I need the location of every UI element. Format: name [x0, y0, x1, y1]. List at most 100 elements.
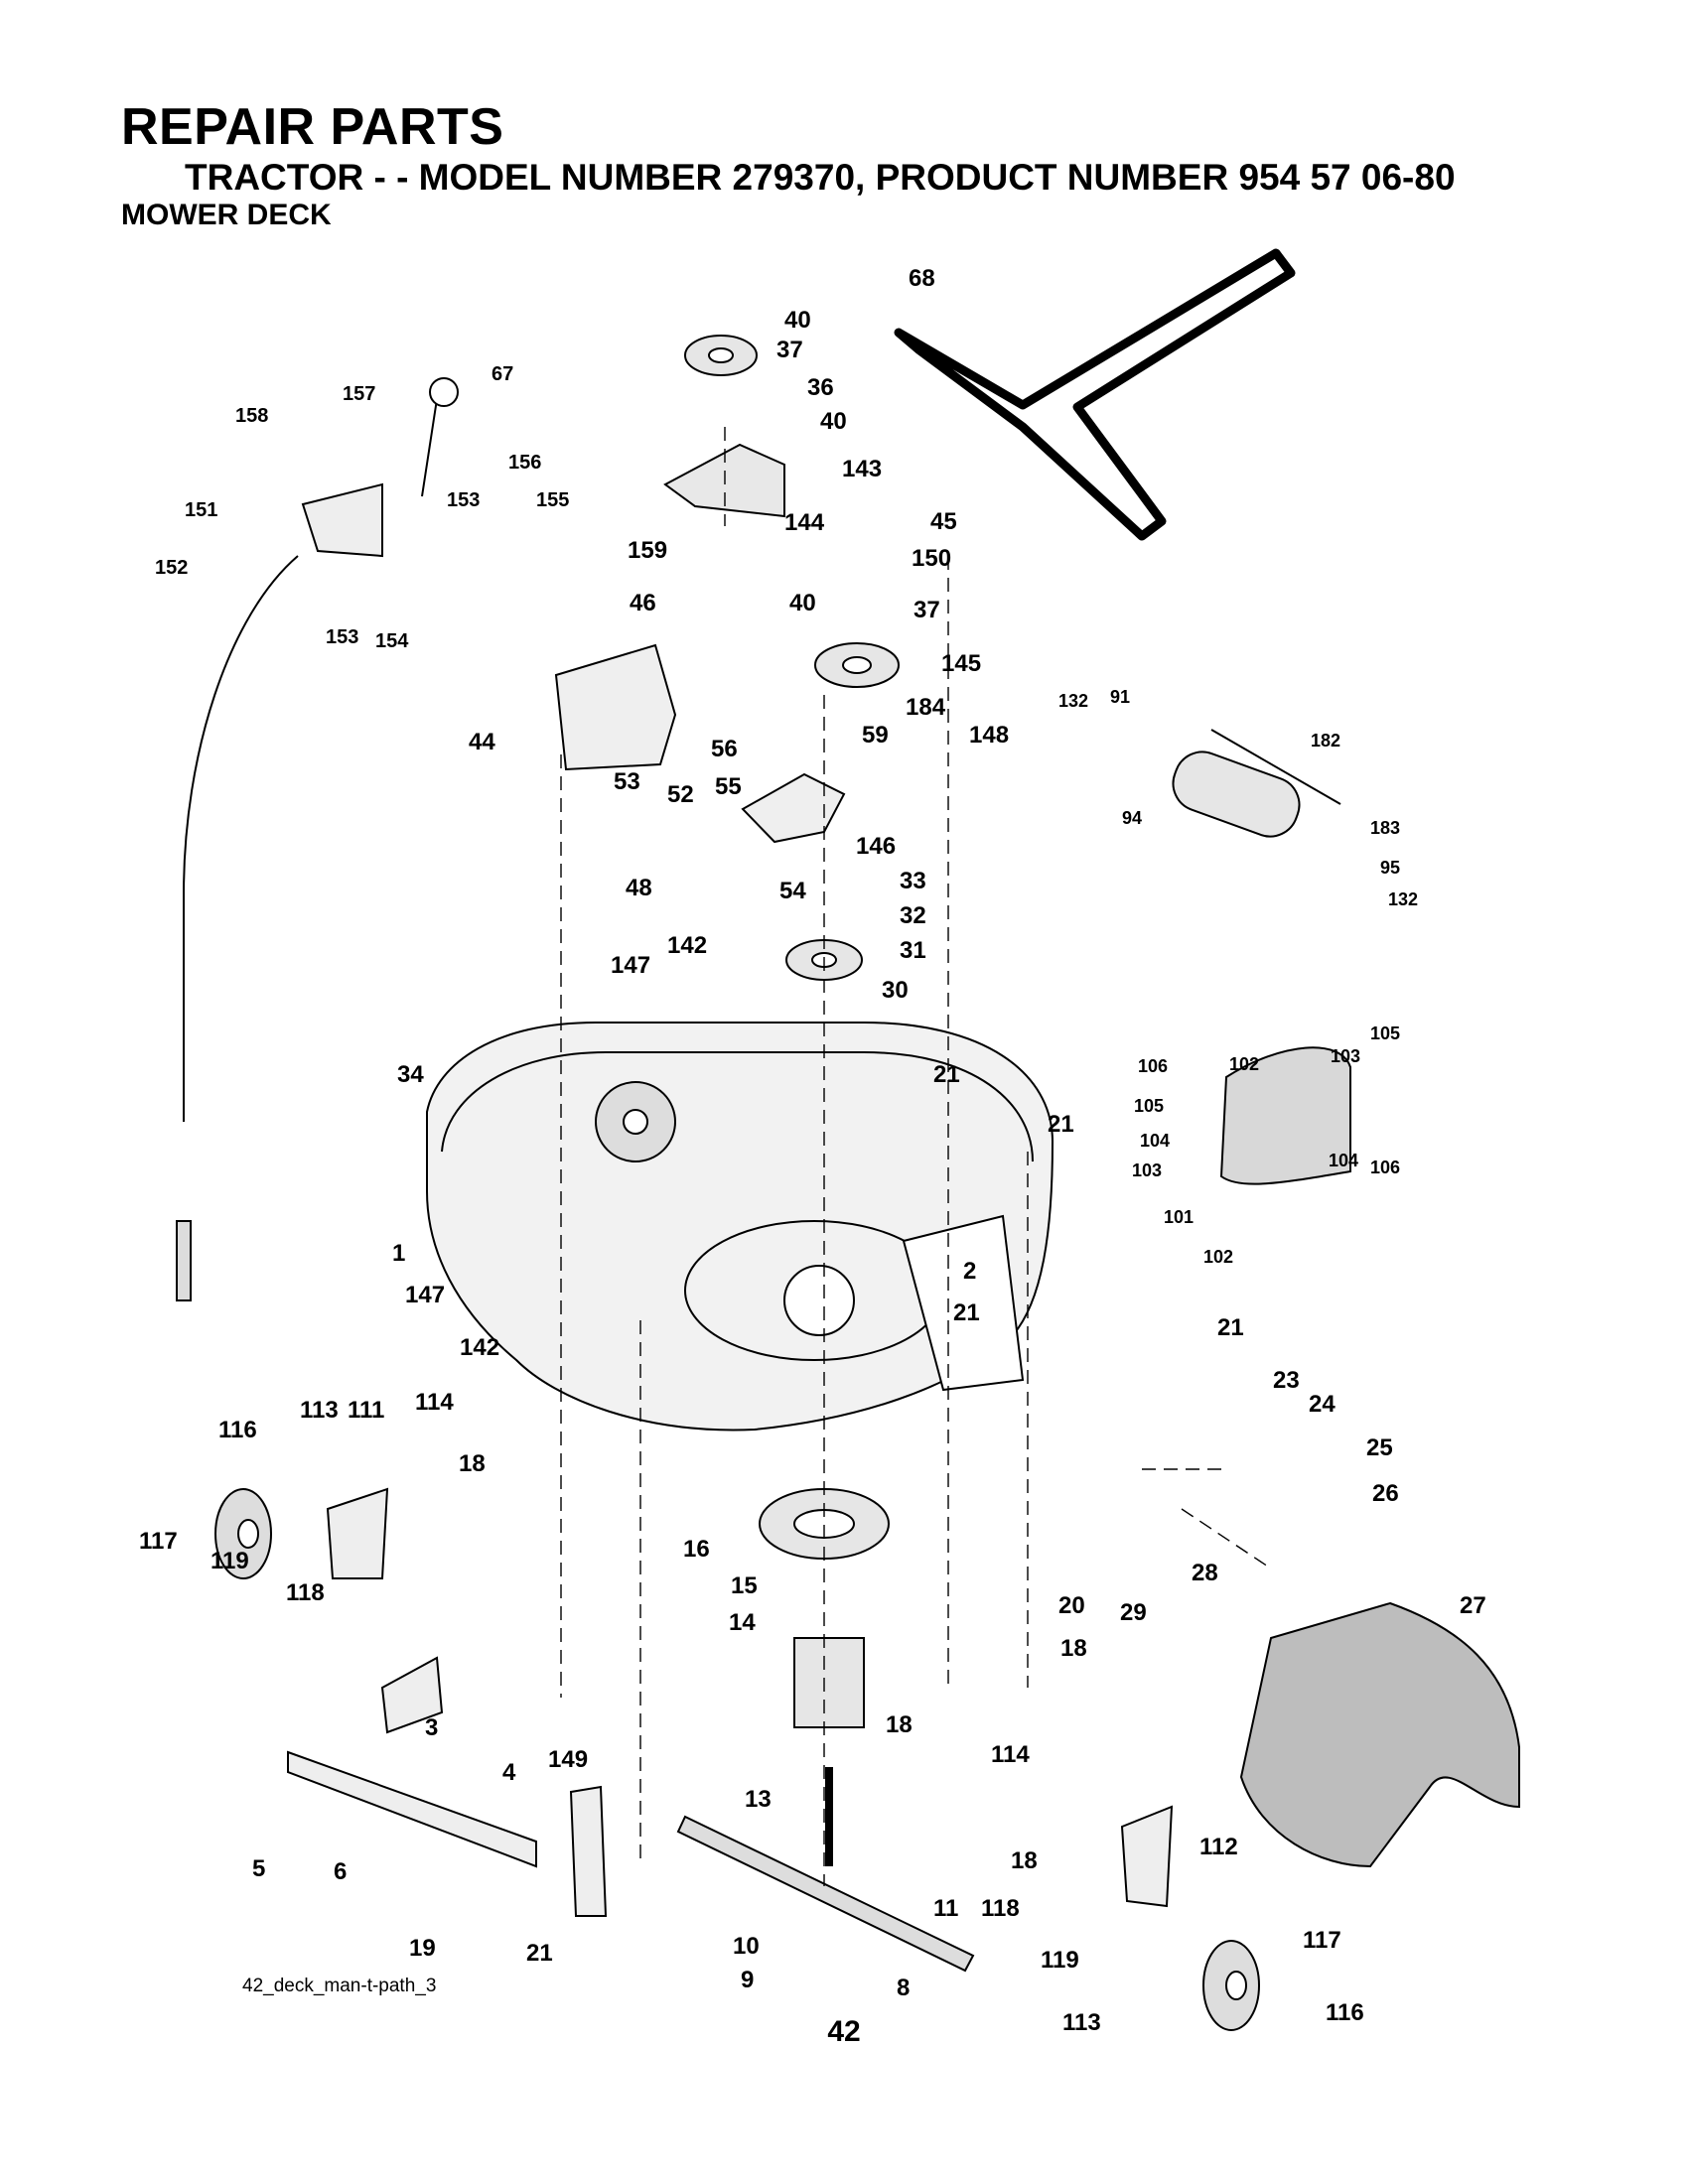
mower-blade-11 — [676, 1815, 975, 1973]
lift-link-6 — [287, 1750, 537, 1868]
part-label: 18 — [459, 1450, 486, 1477]
part-label: 112 — [1199, 1834, 1238, 1860]
control-cable-152 — [183, 555, 299, 1122]
part-label: 156 — [508, 452, 541, 474]
part-label: 6 — [334, 1858, 347, 1885]
part-label: 184 — [906, 694, 946, 721]
wheel-bracket-111 — [326, 1487, 389, 1579]
part-label: 13 — [745, 1786, 772, 1813]
part-label: 103 — [1331, 1046, 1360, 1066]
part-label: 29 — [1120, 1599, 1147, 1626]
part-label: 132 — [1388, 889, 1418, 909]
part-label: 146 — [856, 833, 896, 860]
part-label: 91 — [1110, 687, 1130, 707]
part-label: 106 — [1138, 1056, 1168, 1076]
part-label: 10 — [733, 1933, 760, 1960]
section-title: MOWER DECK — [121, 199, 332, 231]
part-label: 37 — [776, 337, 803, 363]
part-label: 144 — [784, 509, 825, 536]
bracket-4 — [569, 1785, 608, 1917]
part-label: 116 — [218, 1417, 257, 1443]
part-label: 45 — [930, 508, 957, 535]
part-label: 105 — [1370, 1024, 1400, 1043]
part-label: 21 — [1217, 1314, 1244, 1341]
belt-guard-44 — [554, 643, 677, 771]
part-label: 102 — [1203, 1247, 1233, 1267]
part-label: 46 — [630, 590, 656, 616]
part-label: 25 — [1366, 1434, 1393, 1461]
part-label: 21 — [933, 1061, 960, 1088]
lift-lever-157 — [421, 398, 438, 497]
part-label: 117 — [1303, 1927, 1341, 1954]
spindle-14 — [793, 1637, 865, 1728]
part-label: 142 — [667, 932, 707, 959]
part-label: 143 — [842, 456, 882, 482]
part-label: 21 — [1048, 1111, 1074, 1138]
mulch-cover-101 — [1219, 1046, 1351, 1185]
part-label: 59 — [862, 722, 889, 749]
part-label: 111 — [348, 1397, 384, 1424]
part-label: 18 — [886, 1711, 913, 1738]
part-label: 159 — [628, 537, 667, 564]
part-label: 113 — [1062, 2009, 1101, 2036]
deck-rim — [441, 1051, 1034, 1162]
drive-belt — [894, 248, 1296, 541]
part-label: 20 — [1058, 1592, 1085, 1619]
page-title: REPAIR PARTS — [121, 98, 504, 156]
page-number: 42 — [827, 2015, 861, 2048]
part-label: 152 — [155, 557, 188, 579]
part-label: 158 — [235, 405, 268, 427]
part-label: 153 — [447, 489, 480, 511]
cable-spring — [176, 1220, 192, 1301]
part-label: 151 — [185, 499, 217, 521]
part-label: 30 — [882, 977, 909, 1004]
part-label: 114 — [415, 1389, 454, 1416]
part-label: 33 — [900, 868, 926, 894]
part-label: 118 — [286, 1579, 325, 1606]
part-label: 67 — [492, 363, 513, 385]
part-label: 9 — [741, 1967, 754, 1993]
part-label: 119 — [1041, 1947, 1079, 1974]
part-label: 28 — [1192, 1560, 1218, 1586]
part-label: 19 — [409, 1935, 436, 1962]
part-label: 4 — [502, 1759, 516, 1786]
part-label: 150 — [912, 545, 951, 572]
part-label: 36 — [807, 374, 834, 401]
bracket-3 — [380, 1656, 444, 1734]
deck-roller-94 — [1172, 751, 1301, 838]
part-label: 113 — [300, 1397, 339, 1424]
part-label: 68 — [909, 265, 935, 292]
idler-arm-55 — [741, 772, 846, 844]
lever-knob-67 — [429, 377, 459, 407]
part-label: 37 — [914, 597, 940, 623]
part-label: 104 — [1140, 1131, 1170, 1151]
part-label: 182 — [1311, 731, 1340, 751]
part-label: 24 — [1309, 1391, 1336, 1418]
part-label: 101 — [1164, 1207, 1194, 1227]
part-label: 3 — [425, 1714, 438, 1741]
part-label: 102 — [1229, 1054, 1259, 1074]
part-label: 21 — [526, 1940, 553, 1967]
part-label: 153 — [326, 626, 358, 648]
part-label: 32 — [900, 902, 926, 929]
part-label: 34 — [397, 1061, 424, 1088]
part-label: 18 — [1011, 1847, 1038, 1874]
part-label: 106 — [1370, 1158, 1400, 1177]
part-label: 40 — [789, 590, 816, 616]
part-label: 40 — [784, 307, 811, 334]
part-label: 44 — [469, 729, 495, 755]
part-label: 118 — [981, 1895, 1020, 1922]
part-label: 53 — [614, 768, 640, 795]
wheel-bracket-112 — [1120, 1805, 1174, 1908]
part-label: 27 — [1460, 1592, 1486, 1619]
lever-bracket-151 — [301, 482, 383, 558]
part-label: 55 — [715, 773, 742, 800]
part-label: 31 — [900, 937, 926, 964]
part-label: 147 — [611, 952, 650, 979]
part-label: 183 — [1370, 818, 1400, 838]
part-label: 94 — [1122, 808, 1142, 828]
part-label: 5 — [252, 1855, 265, 1882]
part-label: 117 — [139, 1528, 178, 1555]
deck-chute — [902, 1214, 1025, 1392]
part-label: 103 — [1132, 1160, 1162, 1180]
